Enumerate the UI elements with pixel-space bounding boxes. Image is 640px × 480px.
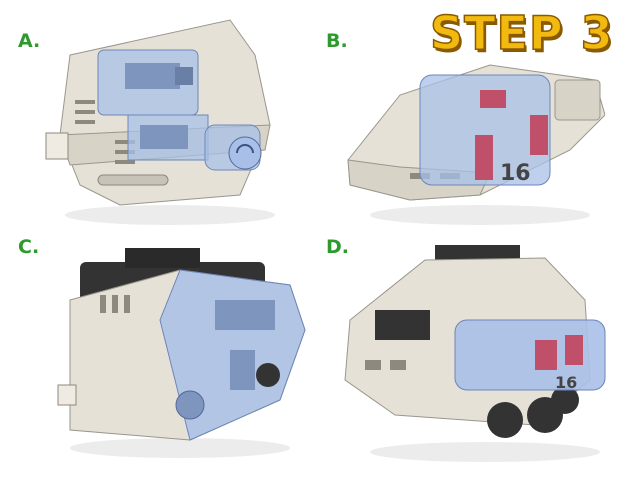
model-view-a — [45, 19, 275, 225]
model-view-b: 16 — [347, 64, 605, 225]
panel-label-b: B. — [326, 30, 348, 52]
model-view-d: 16 — [344, 245, 606, 462]
decal-number-b: 16 — [500, 161, 531, 186]
panel-label-d: D. — [326, 236, 349, 258]
step-title: STEP 3 — [429, 5, 614, 61]
decal-number-d: 16 — [555, 373, 577, 392]
panel-label-c: C. — [18, 236, 40, 258]
panel-label-a: A. — [18, 30, 41, 52]
model-view-c — [57, 248, 306, 458]
